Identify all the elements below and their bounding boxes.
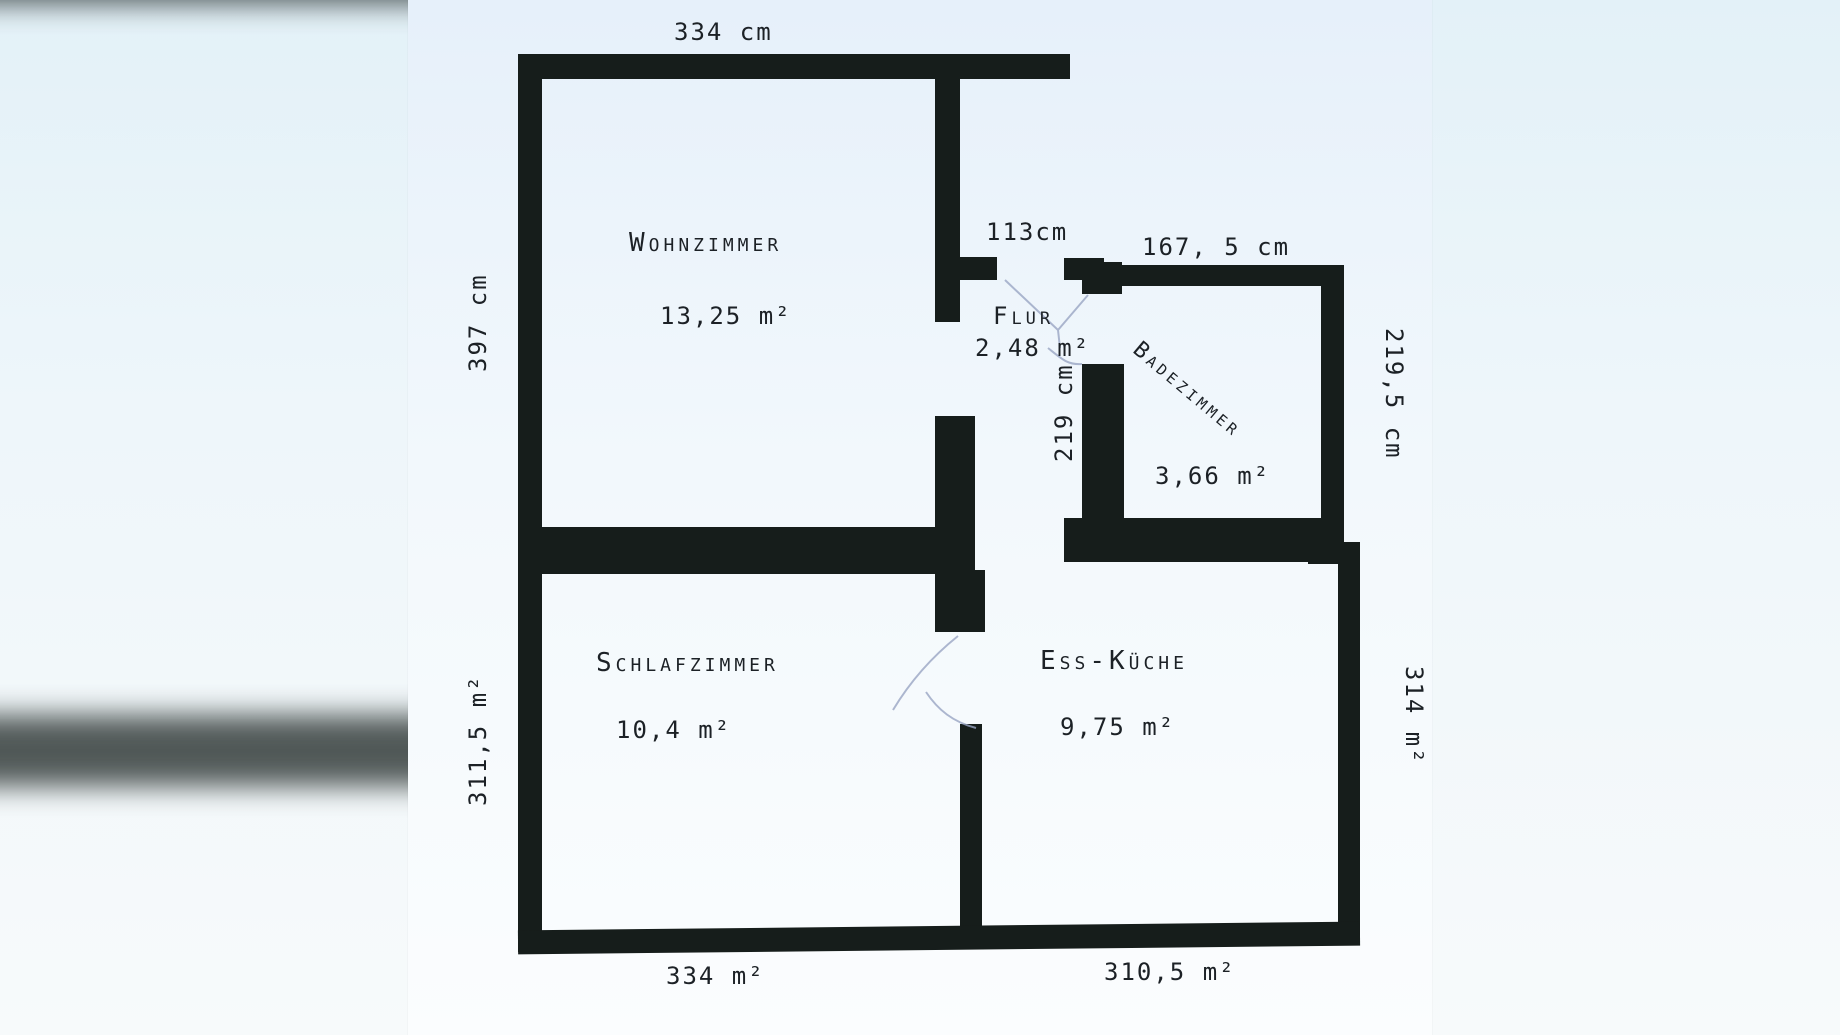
- dimension-bad-width: 167, 5 cm: [1142, 233, 1291, 261]
- room-area-badezimmer: 3,66 m²: [1155, 462, 1271, 490]
- dimension-right-kueche: 314 m²: [1400, 666, 1428, 765]
- door-swing-sketches: [892, 279, 1089, 729]
- floor-plan-sheet: Wohnzimmer 13,25 m² Flur 2,48 m² Badezim…: [408, 0, 1432, 1035]
- dimension-bottom-schlafzimmer: 334 m²: [666, 962, 765, 990]
- dimension-left-wohnzimmer: 397 cm: [464, 273, 492, 372]
- dimension-bottom-kueche: 310,5 m²: [1104, 958, 1236, 986]
- room-label-ess-kueche: Ess-Küche: [1040, 646, 1188, 676]
- dimension-flur-height: 219 cm: [1050, 363, 1078, 462]
- dimension-left-schlafzimmer: 311,5 m²: [464, 674, 492, 806]
- room-label-flur: Flur: [993, 302, 1055, 330]
- room-area-ess-kueche: 9,75 m²: [1060, 713, 1176, 741]
- dimension-flur-width: 113cm: [986, 218, 1069, 246]
- flur-door-right-icon: [1057, 294, 1089, 331]
- dimension-top-wohnzimmer: 334 cm: [674, 18, 773, 46]
- schlaf-door-arc-icon: [925, 691, 977, 729]
- bad-door-arc-icon: [1047, 347, 1083, 366]
- room-area-wohnzimmer: 13,25 m²: [660, 302, 792, 330]
- room-label-schlafzimmer: Schlafzimmer: [596, 648, 779, 678]
- room-area-schlafzimmer: 10,4 m²: [616, 716, 732, 744]
- floor-plan-walls: [517, 54, 1361, 955]
- room-label-wohnzimmer: Wohnzimmer: [629, 228, 783, 258]
- room-area-flur: 2,48 m²: [975, 334, 1091, 362]
- walls: [517, 54, 1361, 955]
- dimension-bad-height: 219,5 cm: [1380, 328, 1408, 460]
- schlaf-door-leaf-icon: [892, 635, 959, 711]
